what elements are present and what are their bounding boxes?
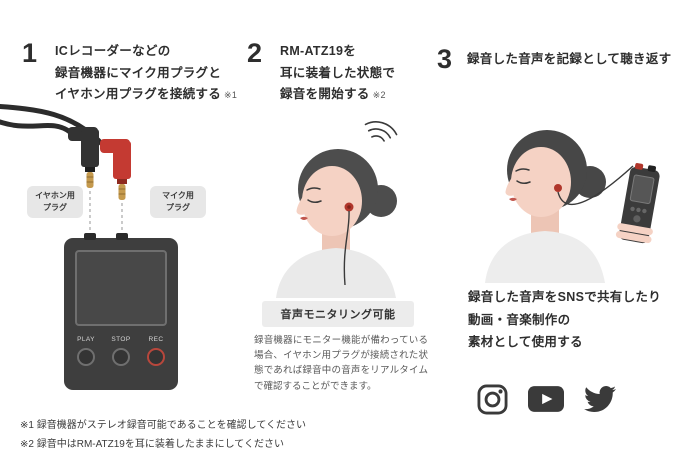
monitoring-badge: 音声モニタリング可能 [262,301,414,327]
twitter-icon [584,385,616,413]
earbud-icon [554,184,562,192]
youtube-icon [528,386,564,412]
step2-title-line: RM-ATZ19を [280,44,357,58]
step1-title-line: 録音機器にマイク用プラグと [55,65,222,80]
step3-body-line: 素材として使用する [468,335,583,349]
step1-title: ICレコーダーなどの 録音機器にマイク用プラグと イヤホン用プラグを接続する※1 [55,41,237,106]
recorder-buttons [64,348,178,366]
mic-plug-label: マイク用 プラグ [150,186,206,218]
ic-recorder-icon: PLAY STOP REC [64,233,178,390]
mic-jack-icon [116,233,128,240]
recorder-play-button-icon [77,348,95,366]
step1-title-line: イヤホン用プラグを接続する※1 [55,87,238,101]
sound-waves-icon [364,121,398,142]
recorder-stop-label: STOP [111,336,131,343]
instagram-icon [477,384,508,414]
earbud-cable [557,165,634,205]
handheld-recorder-icon [615,163,660,244]
earphone-plug-label: イヤホン用 プラグ [27,186,83,218]
step1-title-line: ICレコーダーなどの [55,44,171,58]
recorder-play-label: PLAY [77,336,95,343]
plug-cables-illustration [0,104,131,240]
step3-title: 録音した音声を記録として聴き返す [467,49,671,71]
step2-number: 2 [247,38,263,68]
footnotes: ※1 録音機器がステレオ録音可能であることを確認してください ※2 録音中はRM… [20,417,306,454]
recorder-button-labels: PLAY STOP REC [64,336,178,343]
step2-title-line: 録音を開始する※2 [280,87,386,101]
step1-number: 1 [22,38,38,68]
footnote-2: ※2 録音中はRM-ATZ19を耳に装着したままにしてください [20,438,284,450]
mic-plug-icon [100,139,131,200]
hand-fingers [615,231,652,244]
step2-title-line: 耳に装着した状態で [280,65,396,80]
step2-title: RM-ATZ19を 耳に装着した状態で 録音を開始する※2 [280,41,395,106]
step3-number: 3 [437,44,453,74]
earphone-plug-icon [68,127,99,188]
step3-body-text: 録音した音声をSNSで共有したり 動画・音楽制作の 素材として使用する [468,286,661,354]
footnote-1: ※1 録音機器がステレオ録音可能であることを確認してください [20,420,307,431]
social-icons-row [477,383,616,415]
footnote-mark-2: ※2 [372,90,386,100]
monitoring-description: 録音機器にモニター機能が備わっている場合、イヤホン用プラグが接続された状態であれ… [254,335,428,392]
hand-fingers [617,223,653,236]
earbud-cable [343,210,350,286]
recorder-rec-label: REC [148,336,164,343]
step3-body-line: 録音した音声をSNSで共有したり [468,290,662,304]
footnote-mark-1: ※1 [224,90,238,100]
person-head-and-shoulders [485,130,606,283]
step3-title-line: 録音した音声を記録として聴き返す [467,52,672,66]
step3-body-line: 動画・音楽制作の [468,312,571,327]
recorder-stop-button-icon [112,348,130,366]
recorder-screen-icon [75,250,167,326]
recorder-rec-button-icon [147,348,165,366]
earphone-cable [0,119,73,135]
person-head-and-shoulders [276,149,397,298]
person-wearing-earphones-illustration [276,121,398,298]
person-listening-illustration [485,130,660,283]
earphone-jack-icon [84,233,96,240]
